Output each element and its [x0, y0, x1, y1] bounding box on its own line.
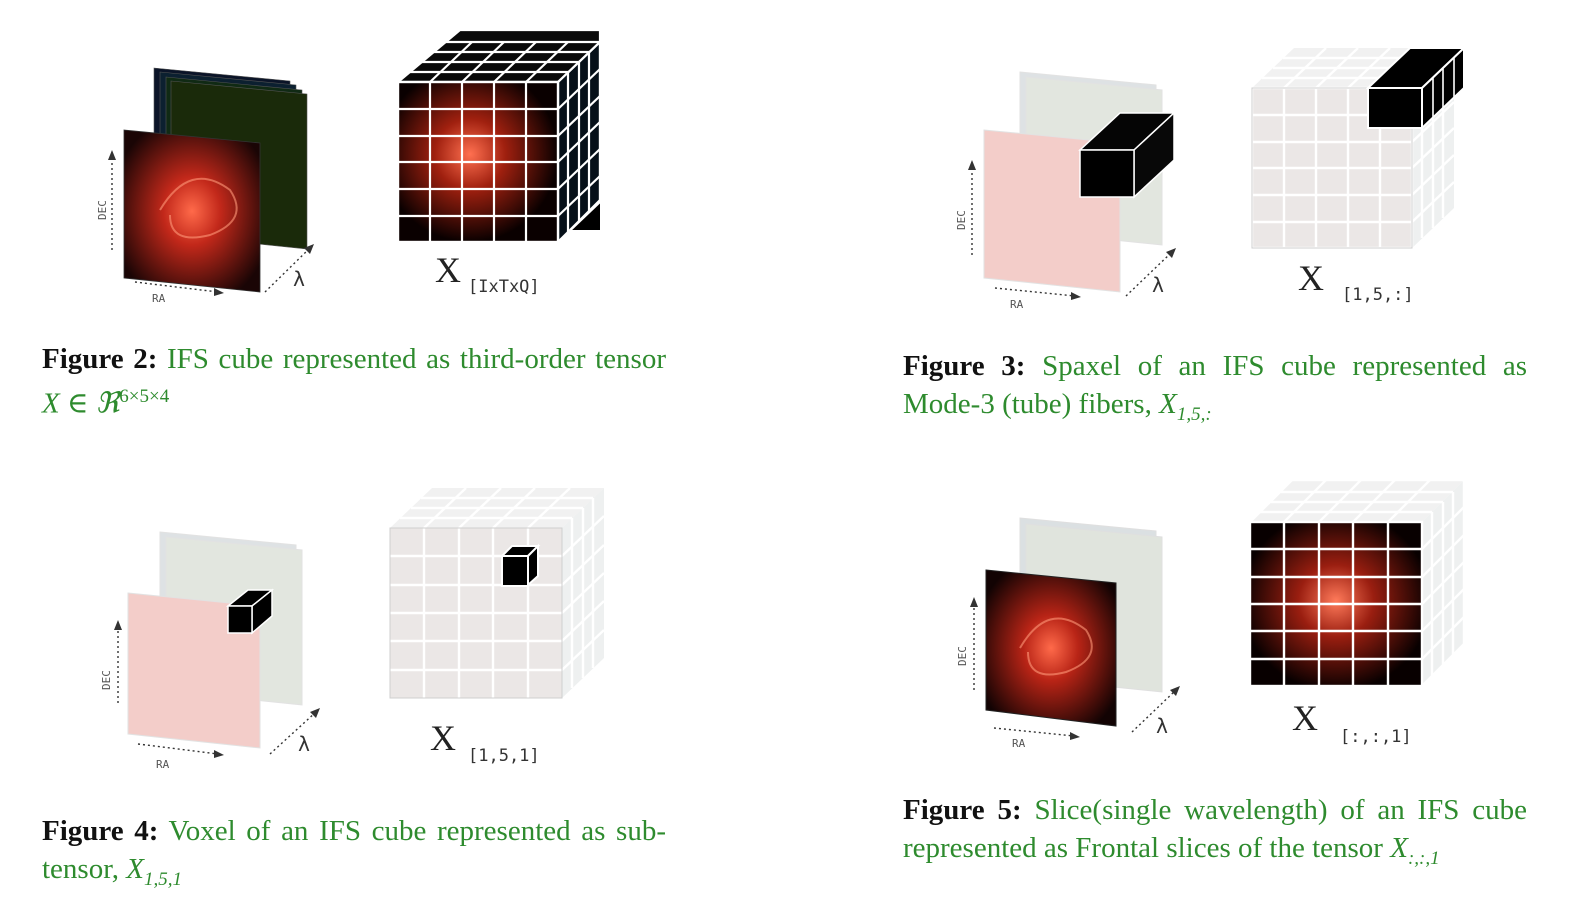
axis-dec-label: DEC — [96, 200, 109, 220]
tensor-symbol: X — [1292, 698, 1318, 738]
tensor-cube — [394, 28, 603, 245]
axis-dec-label: DEC — [955, 210, 968, 230]
tensor-index: [1,5,1] — [468, 746, 540, 766]
tensor-index: [1,5,:] — [1342, 285, 1414, 305]
caption-sup: 6×5×4 — [119, 386, 170, 407]
tensor-index: [IxTxQ] — [468, 277, 540, 297]
caption-label: Figure 3: — [903, 350, 1026, 382]
caption-math: X — [1159, 388, 1177, 420]
highlighted-voxel — [499, 543, 541, 588]
figure-4-illustration: DEC RA λ — [100, 487, 605, 771]
axis-ra-label: RA — [1012, 737, 1026, 750]
caption-math: X ∈ ℜ — [42, 387, 120, 420]
tensor-symbol: X — [1298, 258, 1324, 298]
axis-lambda-label: λ — [1156, 714, 1168, 738]
caption-label: Figure 4: — [42, 815, 159, 847]
axis-ra-label: RA — [152, 292, 166, 305]
tensor-cube-faded — [389, 487, 605, 699]
figure-2-illustration: DEC RA λ — [96, 28, 603, 305]
caption-math: X — [126, 853, 144, 885]
figure-5-caption: Figure 5: Slice(single wavelength) of an… — [903, 791, 1527, 878]
figure-3-illustration: DEC RA λ — [955, 45, 1467, 311]
figure-5-illustration: DEC RA λ — [956, 478, 1466, 750]
tensor-cube — [1248, 478, 1466, 688]
voxel — [225, 588, 275, 635]
axis-ra-label: RA — [1010, 298, 1024, 311]
caption-sub: :,:,1 — [1407, 847, 1440, 869]
faded-slice-stack — [127, 531, 303, 749]
axis-lambda-label: λ — [1152, 273, 1164, 297]
slice-stack — [123, 67, 308, 293]
caption-text: Spaxel of an IFS cube represented as Mod… — [903, 350, 1528, 420]
axis-dec-label: DEC — [100, 670, 113, 690]
caption-label: Figure 5: — [903, 794, 1022, 826]
caption-text: Voxel of an IFS cube represented as sub-… — [42, 815, 666, 885]
figure-3-caption: Figure 3: Spaxel of an IFS cube represen… — [903, 347, 1527, 434]
figure-2-caption: Figure 2: IFS cube represented as third-… — [42, 340, 666, 423]
caption-sub: 1,5,1 — [143, 868, 182, 890]
highlighted-fiber — [1365, 45, 1467, 131]
galaxy-slice — [123, 129, 261, 293]
caption-label: Figure 2: — [42, 343, 158, 375]
figure-4-caption: Figure 4: Voxel of an IFS cube represent… — [42, 812, 666, 899]
axis-dec-label: DEC — [956, 646, 969, 666]
galaxy-slice — [985, 569, 1117, 727]
caption-text: Slice(single wavelength) of an IFS cube … — [903, 794, 1527, 864]
tensor-index: [:,:,1] — [1340, 727, 1412, 747]
caption-sub: 1,5,: — [1176, 403, 1212, 425]
caption-math: X — [1390, 832, 1408, 864]
axis-lambda-label: λ — [293, 267, 305, 291]
caption-text: IFS cube represented as third-order tens… — [167, 343, 666, 375]
spaxel-fiber — [1078, 111, 1176, 199]
tensor-symbol: X — [430, 718, 456, 758]
tensor-symbol: X — [435, 250, 461, 290]
axis-ra-label: RA — [156, 758, 170, 771]
axis-lambda-label: λ — [298, 732, 310, 756]
